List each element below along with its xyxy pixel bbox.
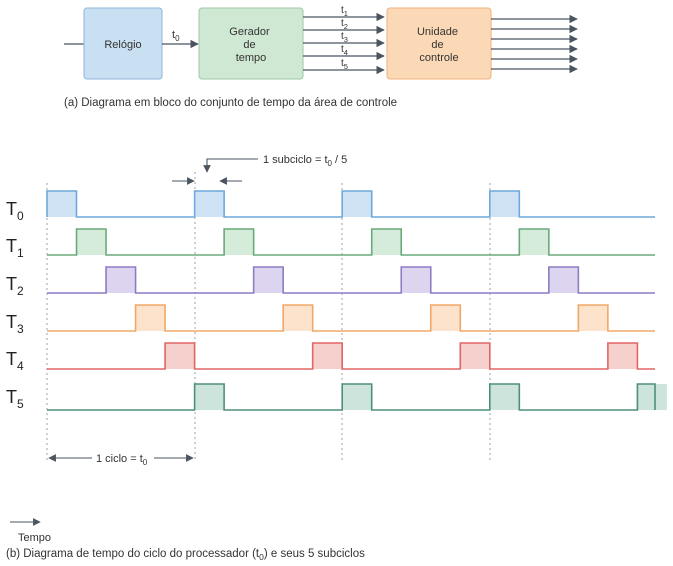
pulse-T2-3 (548, 267, 579, 293)
pulse-T1-3 (519, 229, 549, 255)
signal-name-T5: T5 (6, 387, 24, 411)
generator-output-arrows (303, 12, 385, 75)
clock-output-label: t0 (172, 29, 180, 43)
signal-name-T0: T0 (6, 199, 24, 223)
subcycle-text: 1 subciclo = t0 / 5 (263, 154, 347, 168)
waveform-T4 (47, 342, 655, 370)
control-unit-label: Unidade de controle (417, 26, 461, 64)
t4-label: t4 (341, 44, 348, 57)
generator-label: Gerador de tempo (229, 26, 272, 64)
pulse-T2-1 (253, 267, 284, 293)
waveform-T1 (47, 228, 655, 256)
pulse-T5-0 (194, 384, 225, 410)
waveform-T5 (47, 383, 656, 411)
pulse-T5-1 (342, 384, 372, 410)
signal-names: T0 T1 T2 T3 T4 T5 (6, 199, 24, 411)
pulse-T4-3 (607, 343, 638, 369)
pulse-T4-2 (460, 343, 490, 369)
pulse-T0-2 (342, 191, 372, 217)
waveform-T0 (46, 190, 655, 218)
t3-label: t3 (341, 31, 348, 44)
block-diagram: Relógio t0 Gerador de tempo t1 t2 t3 t4 … (64, 5, 578, 109)
pulse-T1-1 (224, 229, 254, 255)
cycle-text: 1 ciclo = t0 (96, 453, 148, 467)
signal-name-T3: T3 (6, 312, 24, 336)
cycle-annotation: 1 ciclo = t0 (48, 453, 194, 467)
pulse-T3-3 (578, 305, 608, 331)
signal-name-T1: T1 (6, 236, 24, 260)
signal-name-T4: T4 (6, 349, 24, 373)
pulse-T2-2 (401, 267, 431, 293)
generator-output-labels: t1 t2 t3 t4 t5 (341, 5, 348, 71)
clock-label: Relógio (104, 39, 141, 51)
t5-label: t5 (341, 58, 348, 71)
pulse-T1-0 (76, 229, 107, 255)
signal-name-T2: T2 (6, 274, 24, 298)
pulse-T2-0 (106, 267, 136, 293)
pulse-T3-2 (430, 305, 461, 331)
timing-diagram-caption: (b) Diagrama de tempo do ciclo do proces… (6, 548, 365, 562)
pulse-T0-1 (194, 191, 225, 217)
subcycle-leader (203, 158, 258, 173)
waveforms (46, 190, 667, 411)
pulse-T5-2 (489, 384, 520, 410)
cycle-guides (46, 172, 491, 462)
pulse-T3-0 (135, 305, 166, 331)
pulse-T4-0 (165, 343, 195, 369)
control-unit-outputs (491, 14, 578, 74)
control-unit-block (386, 7, 492, 80)
pulse-T5-3 (637, 384, 667, 410)
pulse-T0-3 (489, 191, 520, 217)
subcycle-annotation: 1 subciclo = t0 / 5 (172, 154, 347, 185)
pulse-T4-1 (312, 343, 343, 369)
waveform-T2 (47, 266, 655, 294)
time-label: Tempo (18, 532, 51, 544)
t2-label: t2 (341, 18, 348, 31)
waveform-T3 (47, 304, 655, 332)
block-diagram-caption: (a) Diagrama em bloco do conjunto de tem… (64, 97, 397, 109)
pulse-T1-2 (371, 229, 402, 255)
t1-label: t1 (341, 5, 348, 18)
pulse-T0-0 (47, 191, 77, 217)
pulse-T3-1 (283, 305, 313, 331)
timing-diagram: 1 subciclo = t0 / 5 T0 T1 T2 T3 T4 T5 1 … (6, 154, 667, 562)
